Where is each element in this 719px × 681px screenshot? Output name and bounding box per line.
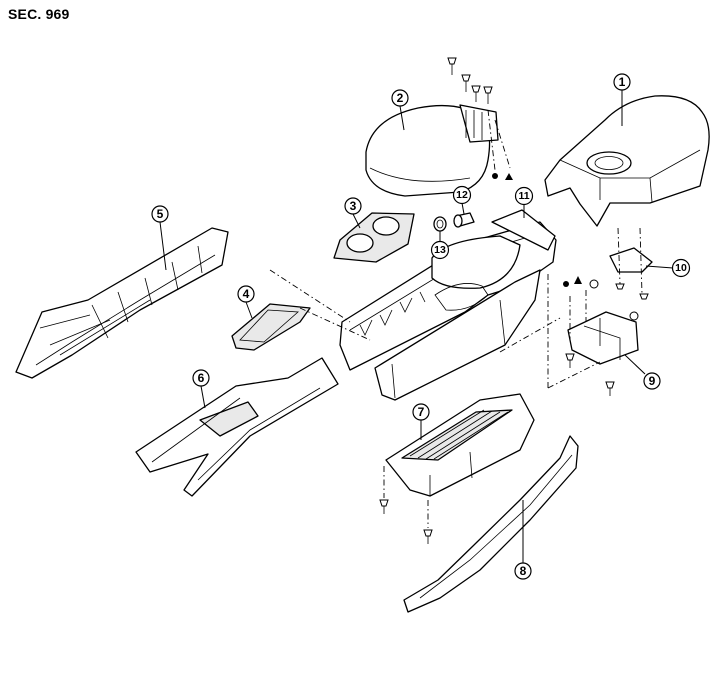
svg-text:12: 12 — [456, 189, 468, 201]
part-5-side-finisher — [15, 227, 229, 379]
svg-text:3: 3 — [350, 199, 357, 213]
svg-text:9: 9 — [649, 374, 656, 388]
svg-text:6: 6 — [198, 371, 205, 385]
callout-11: 11 — [514, 186, 534, 218]
svg-text:7: 7 — [418, 405, 425, 419]
svg-text:5: 5 — [157, 207, 164, 221]
part-6-shift-finisher — [135, 357, 339, 497]
svg-text:2: 2 — [397, 91, 404, 105]
callout-13: 13 — [430, 231, 450, 260]
part-11-main-console-box — [339, 209, 557, 401]
svg-text:8: 8 — [520, 564, 527, 578]
part-4-small-tray — [231, 303, 311, 351]
callout-8: 8 — [514, 500, 532, 580]
svg-text:13: 13 — [434, 244, 446, 256]
assembly-lines — [269, 269, 601, 389]
svg-text:1: 1 — [619, 75, 626, 89]
callout-7: 7 — [412, 403, 430, 440]
callout-1: 1 — [613, 73, 631, 126]
callout-12: 12 — [452, 185, 472, 215]
svg-text:11: 11 — [518, 190, 529, 202]
part-1-rear-console-cover — [544, 95, 710, 227]
section-label: SEC. 969 — [8, 6, 70, 22]
part-8-lower-side-panel — [403, 435, 579, 613]
part-13-socket-ring — [433, 216, 447, 232]
part-9-bracket — [567, 290, 639, 365]
part-7-storage-box — [385, 393, 535, 497]
part-2-console-lid — [365, 104, 499, 197]
misc-fasteners — [379, 276, 649, 544]
svg-text:10: 10 — [675, 262, 687, 274]
callout-5: 5 — [151, 205, 169, 271]
lid-fasteners — [447, 57, 513, 180]
svg-text:4: 4 — [243, 287, 250, 301]
callout-4: 4 — [237, 285, 255, 319]
part-3-cup-holder-insert — [333, 212, 415, 263]
part-12-power-socket — [453, 212, 475, 228]
callout-6: 6 — [192, 369, 210, 409]
callout-10: 10 — [645, 258, 691, 278]
callout-9: 9 — [624, 354, 661, 390]
callout-3: 3 — [344, 197, 362, 229]
callout-2: 2 — [391, 89, 409, 131]
part-10-small-bracket — [609, 227, 653, 295]
